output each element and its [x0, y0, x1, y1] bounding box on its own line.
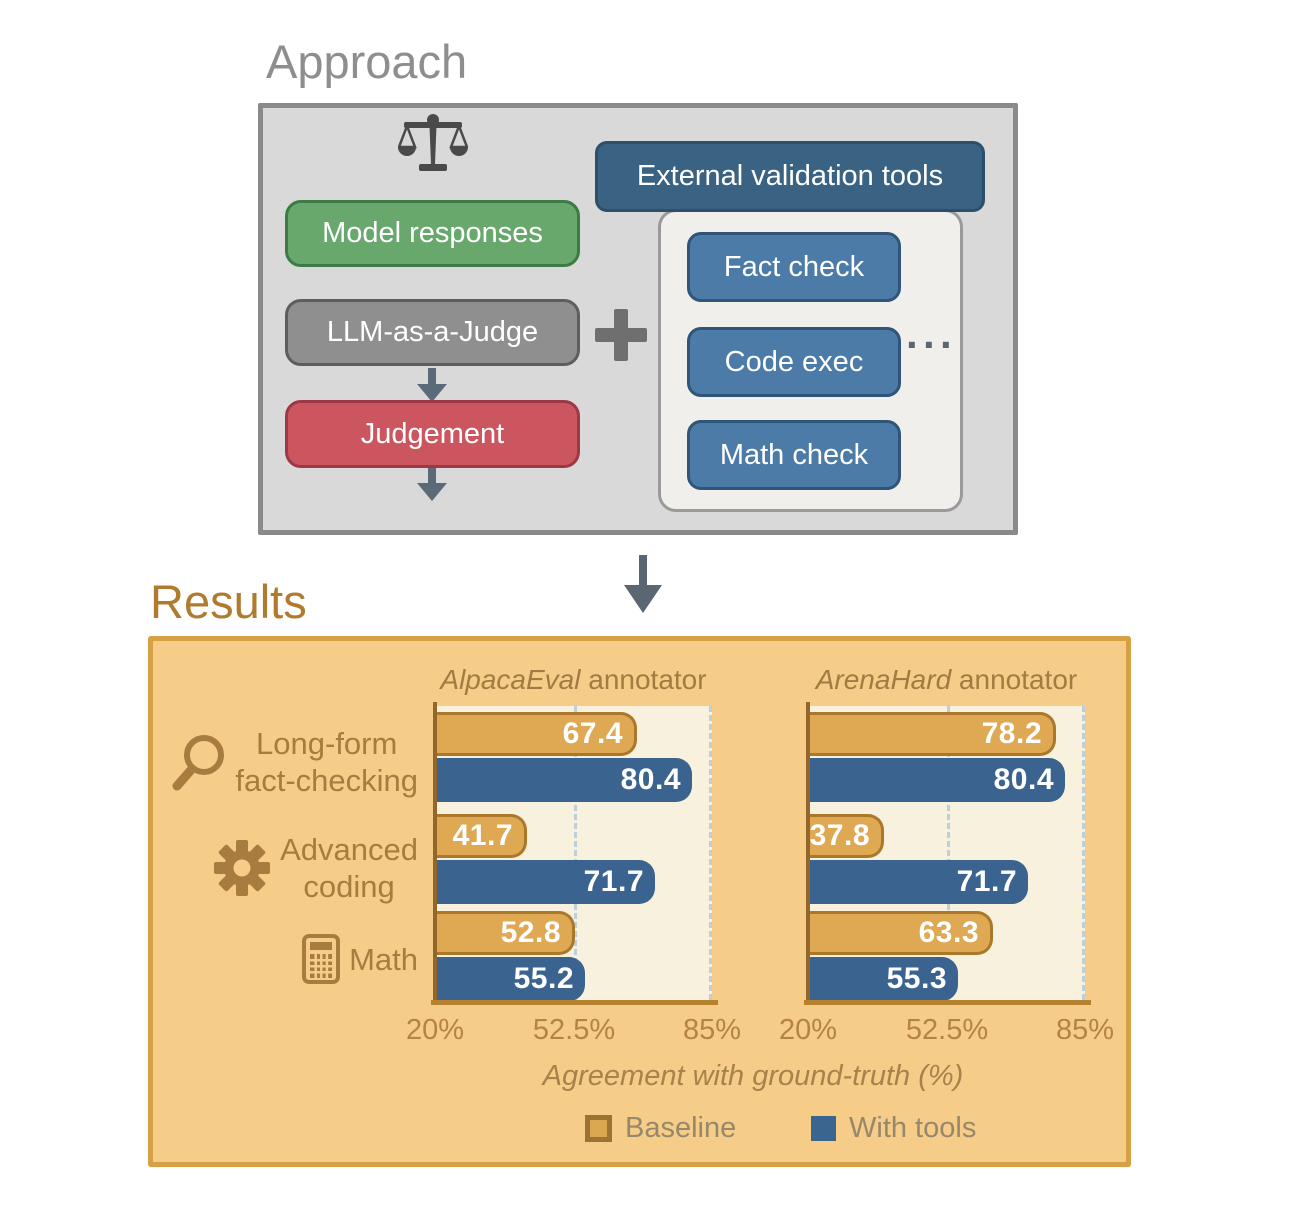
- arrow-down-icon: [417, 467, 447, 501]
- bar-value-label: 71.7: [583, 865, 644, 898]
- row-label-line1: Advanced: [280, 832, 418, 867]
- bar-plot: 67.4 80.4 41.7 71.7 52.8 55.2: [435, 706, 712, 1001]
- legend-label: With tools: [849, 1112, 977, 1144]
- bar-value-label: 71.7: [956, 865, 1017, 898]
- row-label-math: Math: [154, 934, 418, 984]
- row-label-advanced-coding: Advanced coding: [154, 826, 418, 910]
- gridline: [947, 706, 950, 1000]
- x-axis-title: Agreement with ground-truth (%): [542, 1060, 964, 1092]
- chart-title-arenahard: ArenaHard annotator: [808, 664, 1085, 696]
- gridline: [1082, 706, 1085, 1000]
- approach-panel: Model responses LLM-as-a-Judge Judgement…: [258, 103, 1018, 535]
- baseline-swatch-icon: [585, 1115, 612, 1142]
- baseline-bar: 52.8: [435, 911, 575, 955]
- bar-value-label: 67.4: [562, 717, 623, 750]
- gear-icon: [213, 839, 271, 897]
- tick-row: 20% 52.5% 85%: [406, 1014, 741, 1050]
- x-tick-label: 52.5%: [905, 1014, 989, 1046]
- bar-value-label: 55.3: [886, 962, 947, 995]
- with-tools-bar: 71.7: [808, 860, 1028, 904]
- x-tick-label: 20%: [405, 1014, 465, 1046]
- bar-value-label: 55.2: [513, 962, 574, 995]
- chart-title-alpacaeval: AlpacaEval annotator: [435, 664, 712, 696]
- magnifier-icon: [170, 733, 226, 791]
- bar-plot: 78.2 80.4 37.8 71.7 63.3 55.3: [808, 706, 1085, 1001]
- chart-title-rest: annotator: [580, 664, 707, 695]
- chart-title-emphasis: ArenaHard: [815, 664, 952, 695]
- with-tools-bar: 71.7: [435, 860, 655, 904]
- more-tools-ellipsis: ···: [906, 321, 957, 368]
- approach-section-title: Approach: [266, 35, 468, 88]
- with-tools-swatch-icon: [811, 1116, 836, 1141]
- row-label-text: Long-form fact-checking: [235, 725, 418, 799]
- with-tools-bar: 80.4: [808, 758, 1065, 802]
- baseline-bar: 41.7: [435, 814, 527, 858]
- row-label-long-form-fact-checking: Long-form fact-checking: [154, 720, 418, 804]
- bar-value-label: 80.4: [993, 763, 1054, 796]
- chart-title-rest: annotator: [951, 664, 1078, 695]
- fact-check-box: Fact check: [687, 232, 901, 302]
- external-validation-tools-header: External validation tools: [595, 141, 985, 212]
- bar-value-label: 41.7: [452, 819, 513, 852]
- legend-label: Baseline: [625, 1112, 737, 1144]
- bar-value-label: 63.3: [918, 916, 979, 949]
- legend-item-with-tools: With tools: [811, 1112, 976, 1145]
- row-label-line2: fact-checking: [235, 763, 418, 798]
- row-label-text: Advanced coding: [280, 831, 418, 905]
- row-label-line1: Long-form: [256, 726, 398, 761]
- x-axis-line: [804, 1000, 1091, 1005]
- math-check-box: Math check: [687, 420, 901, 490]
- with-tools-bar: 80.4: [435, 758, 692, 802]
- model-responses-box: Model responses: [285, 200, 580, 267]
- row-label-text: Math: [349, 941, 418, 978]
- code-exec-box: Code exec: [687, 327, 901, 397]
- y-axis-line: [806, 702, 810, 1000]
- arrow-down-icon: [624, 555, 662, 613]
- llm-as-a-judge-box: LLM-as-a-Judge: [285, 299, 580, 366]
- x-tick-label: 85%: [1055, 1014, 1115, 1046]
- balance-scale-icon: [397, 114, 469, 185]
- bar-value-label: 78.2: [981, 717, 1042, 750]
- calculator-icon: [302, 934, 341, 984]
- x-tick-label: 85%: [682, 1014, 742, 1046]
- y-axis-line: [433, 702, 437, 1000]
- gridline: [574, 706, 577, 1000]
- with-tools-bar: 55.2: [435, 957, 585, 1001]
- baseline-bar: 63.3: [808, 911, 993, 955]
- gridline: [709, 706, 712, 1000]
- tick-row: 20% 52.5% 85%: [779, 1014, 1114, 1050]
- bar-value-label: 37.8: [809, 819, 870, 852]
- plus-icon: [595, 309, 647, 361]
- bar-value-label: 52.8: [500, 916, 561, 949]
- x-axis-line: [431, 1000, 718, 1005]
- x-tick-label: 52.5%: [532, 1014, 616, 1046]
- with-tools-bar: 55.3: [808, 957, 958, 1001]
- x-tick-label: 20%: [778, 1014, 838, 1046]
- baseline-bar: 78.2: [808, 712, 1056, 756]
- row-label-line2: coding: [303, 869, 395, 904]
- chart-title-emphasis: AlpacaEval: [440, 664, 581, 695]
- results-panel: AlpacaEval annotator ArenaHard annotator…: [148, 636, 1131, 1167]
- legend-item-baseline: Baseline: [585, 1112, 736, 1145]
- results-section-title: Results: [150, 575, 307, 628]
- bar-value-label: 80.4: [620, 763, 681, 796]
- baseline-bar: 37.8: [808, 814, 884, 858]
- row-label-line1: Math: [349, 941, 418, 977]
- arrow-down-icon: [417, 368, 447, 402]
- judgement-box: Judgement: [285, 400, 580, 468]
- tools-subpanel: Fact check Code exec Math check: [658, 209, 963, 512]
- baseline-bar: 67.4: [435, 712, 637, 756]
